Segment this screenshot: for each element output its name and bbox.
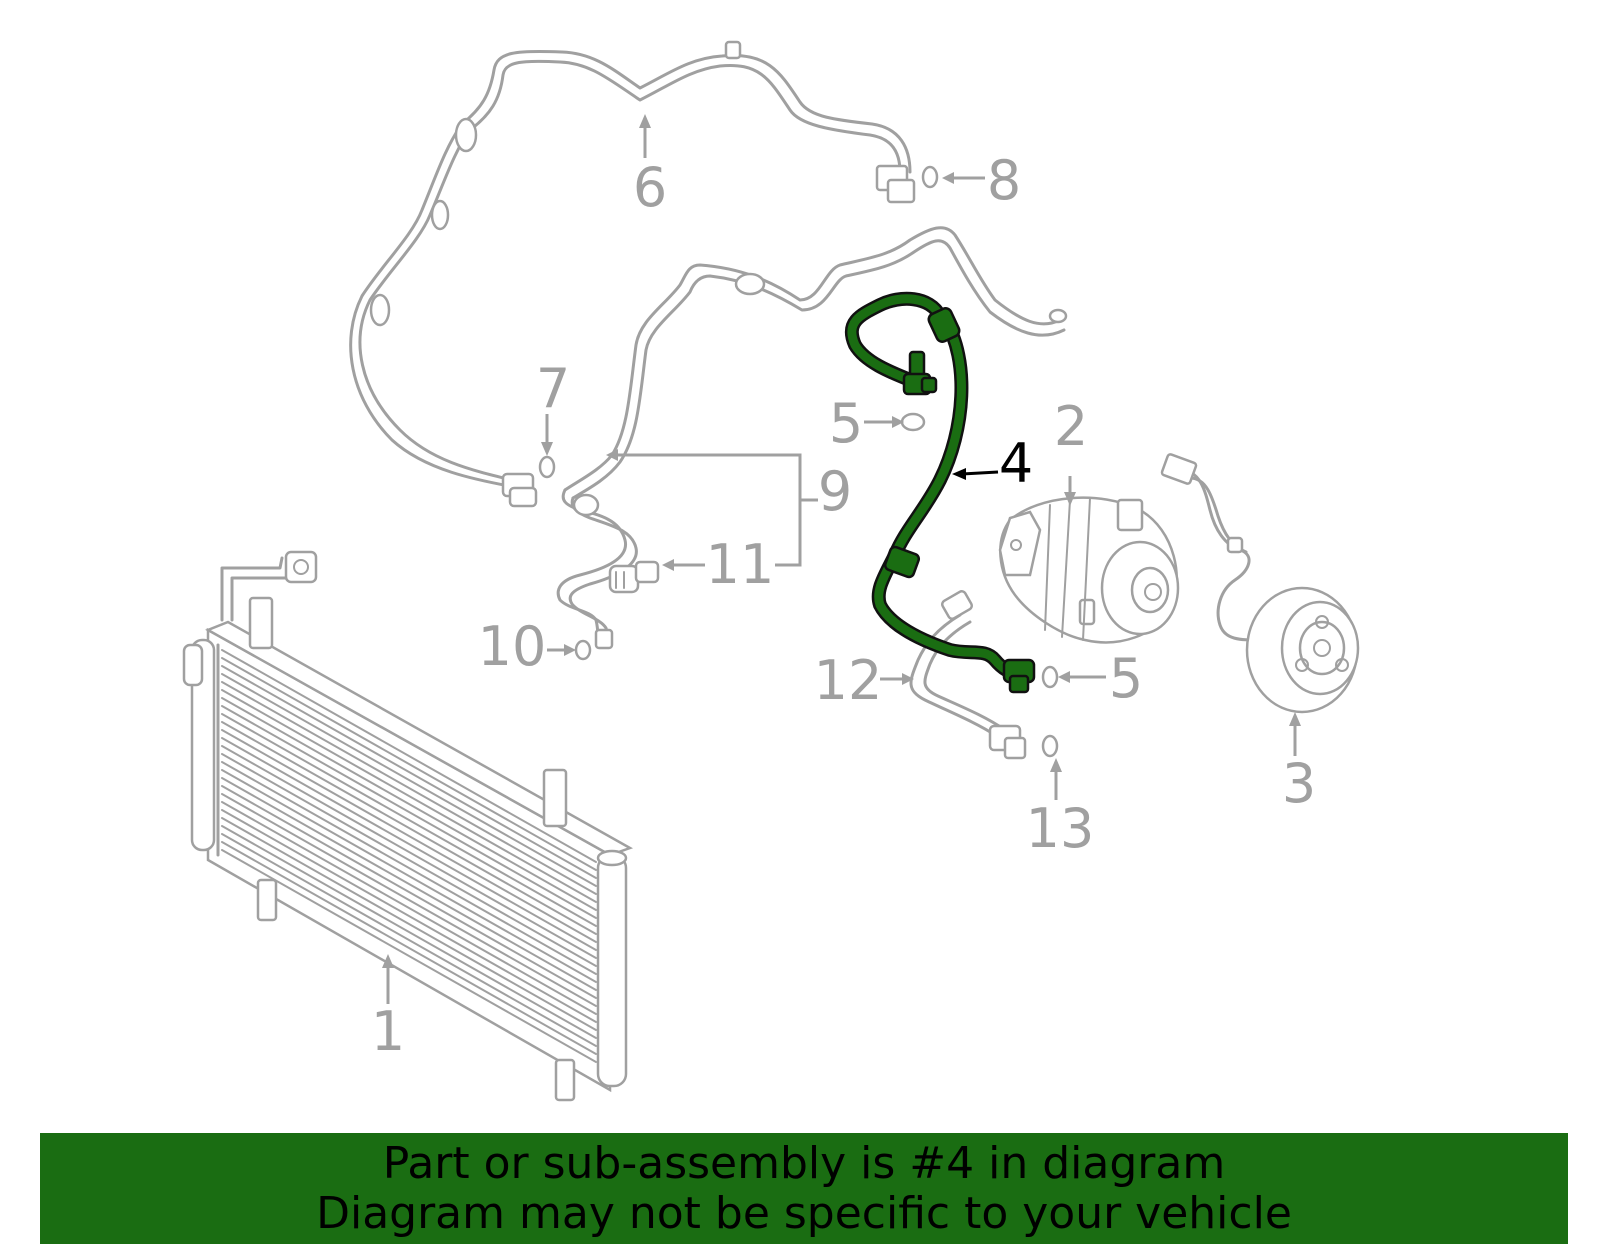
part-4-hose-highlighted <box>844 291 1036 694</box>
condenser-fin <box>221 769 597 983</box>
part-6-line <box>349 40 916 508</box>
callout-3: 3 <box>1282 752 1316 815</box>
condenser-fin <box>221 841 597 1055</box>
banner-line-disclaimer: Diagram may not be specific to your vehi… <box>316 1187 1292 1239</box>
callout-8: 8 <box>987 149 1021 212</box>
callout-numbers: 1 2 3 4 5 5 6 7 8 9 10 11 12 13 <box>371 149 1316 1063</box>
o-ring-5-upper <box>900 412 926 432</box>
condenser-fin <box>221 817 597 1031</box>
condenser-fin <box>221 785 597 999</box>
callout-11: 11 <box>706 533 775 596</box>
condenser-fin <box>221 697 597 911</box>
condenser-fin <box>221 689 597 903</box>
callout-5-lower: 5 <box>1109 647 1143 710</box>
condenser-fin <box>221 705 597 919</box>
condenser-fin <box>221 729 597 943</box>
o-ring-5-lower <box>1041 665 1059 689</box>
callout-leaders <box>382 114 1301 1004</box>
callout-4: 4 <box>999 432 1033 495</box>
part-2-compressor <box>998 496 1180 644</box>
condenser-fin <box>221 833 597 1047</box>
o-rings <box>538 165 1059 758</box>
o-ring-8 <box>921 165 939 189</box>
part-3-clutch <box>1160 453 1360 714</box>
condenser-fin <box>221 681 597 895</box>
condenser-fin <box>221 809 597 1023</box>
condenser-fin <box>221 849 597 1063</box>
callout-2: 2 <box>1054 395 1088 458</box>
callout-13: 13 <box>1026 797 1095 860</box>
condenser-fin <box>221 721 597 935</box>
banner-line-part-number: Part or sub-assembly is #4 in diagram <box>382 1137 1226 1189</box>
callout-12: 12 <box>814 649 883 712</box>
callout-10: 10 <box>478 615 547 678</box>
part-9-line <box>556 226 1068 650</box>
condenser-fin <box>221 713 597 927</box>
callout-9: 9 <box>818 460 852 523</box>
condenser-fin <box>221 801 597 1015</box>
callout-7: 7 <box>536 357 570 420</box>
condenser-fin <box>221 745 597 959</box>
callout-1: 1 <box>371 1000 405 1063</box>
o-ring-13 <box>1041 734 1059 758</box>
callout-5-upper: 5 <box>829 392 863 455</box>
o-ring-10 <box>574 639 592 661</box>
o-ring-7 <box>538 455 556 479</box>
condenser-fin <box>221 761 597 975</box>
condenser-fin <box>221 649 597 863</box>
condenser-fin <box>221 793 597 1007</box>
pressure-switch-11 <box>608 560 660 594</box>
condenser-fin <box>221 665 597 879</box>
condenser-fin <box>221 737 597 951</box>
notice-banner: Part or sub-assembly is #4 in diagram Di… <box>40 1133 1568 1244</box>
condenser-fin <box>221 753 597 967</box>
condenser-fin <box>221 657 597 871</box>
condenser-fin <box>221 777 597 991</box>
part-1-condenser <box>182 550 634 1102</box>
condenser-fin <box>221 825 597 1039</box>
condenser-fin <box>221 673 597 887</box>
callout-6: 6 <box>633 156 667 219</box>
